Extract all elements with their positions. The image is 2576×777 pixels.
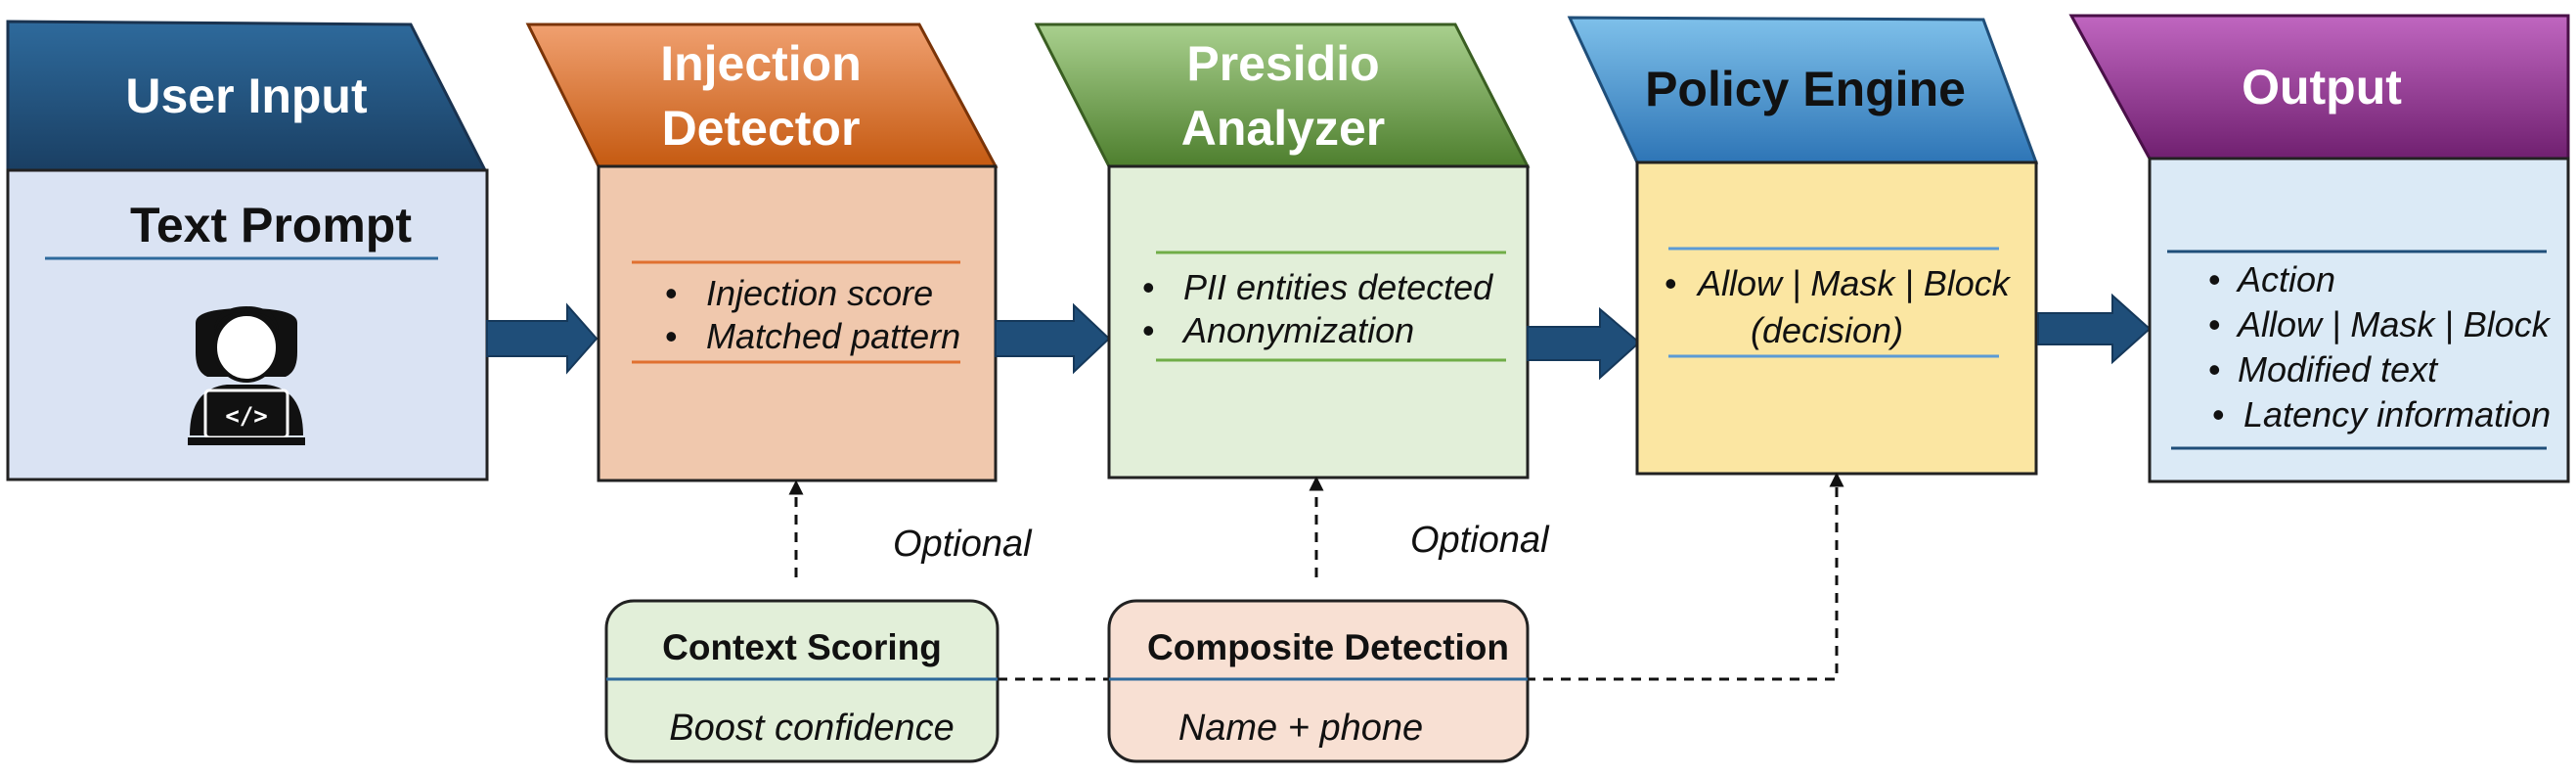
flow-arrow [486,302,599,375]
composite-detection-shape [1107,599,1530,763]
optional-label-1: Optional [893,524,1033,565]
context-scoring-box: Context Scoring Boost confidence [604,599,999,763]
injection-bullet-2: Matched pattern [706,316,960,356]
context-scoring-shape [604,599,999,763]
policy-bullet-1: Allow | Mask | Block [1696,263,2012,303]
output-bullet-1: Action [2236,259,2335,299]
stage-user-input: User Input Text Prompt </> [6,20,489,481]
stage-policy-engine: Policy Engine • Allow | Mask | Block (de… [1567,16,2039,476]
stage-presidio-analyzer: Presidio Analyzer • PII entities detecte… [1034,23,1531,480]
optional-connectors [788,472,1844,681]
policy-bullet-cont: (decision) [1751,310,1903,350]
composite-detection-box: Composite Detection Name + phone [1107,599,1530,763]
injection-header-line1: Injection [660,36,862,91]
flow-arrow [1527,306,1641,381]
stage-output: Output • Action • Allow | Mask | Block •… [2068,14,2570,483]
output-body [2148,157,2570,483]
composite-detection-text: Name + phone [1178,708,1423,749]
presidio-body [1107,164,1530,480]
presidio-bullet-1: PII entities detected [1183,267,1493,307]
injection-bullet-1: Injection score [706,273,933,313]
policy-body [1635,160,2038,476]
context-scoring-title: Context Scoring [662,627,942,667]
bullet-marker: • [2208,259,2221,299]
injection-body [597,164,998,482]
user-input-header: User Input [125,69,368,123]
svg-text:</>: </> [225,402,267,430]
flow-arrow [2037,293,2152,365]
presidio-bullet-2: Anonymization [1181,310,1414,350]
stage-injection-detector: Injection Detector • Injection score • M… [525,23,999,482]
policy-header: Policy Engine [1645,62,1966,116]
presidio-header-line1: Presidio [1186,36,1379,91]
output-bullet-2: Allow | Mask | Block [2236,304,2552,344]
flow-arrow [995,302,1111,375]
bullet-marker: • [1142,267,1155,307]
presidio-header-line2: Analyzer [1181,101,1385,156]
user-laptop-icon: </> [188,306,305,445]
injection-header-line2: Detector [662,101,861,156]
context-scoring-text: Boost confidence [669,708,955,749]
bullet-marker: • [1665,263,1677,303]
bullet-marker: • [665,273,678,313]
dashed-arrow-policy [998,472,1844,681]
user-input-title: Text Prompt [130,198,412,252]
bullet-marker: • [665,316,678,356]
optional-label-2: Optional [1410,520,1550,561]
bullet-marker: • [2208,349,2221,389]
bullet-marker: • [1142,310,1155,350]
output-bullet-4: Latency information [2243,394,2551,434]
bullet-marker: • [2208,304,2221,344]
output-bullet-3: Modified text [2238,349,2439,389]
bullet-marker: • [2212,394,2225,434]
output-header: Output [2242,60,2402,114]
composite-detection-title: Composite Detection [1147,627,1509,667]
